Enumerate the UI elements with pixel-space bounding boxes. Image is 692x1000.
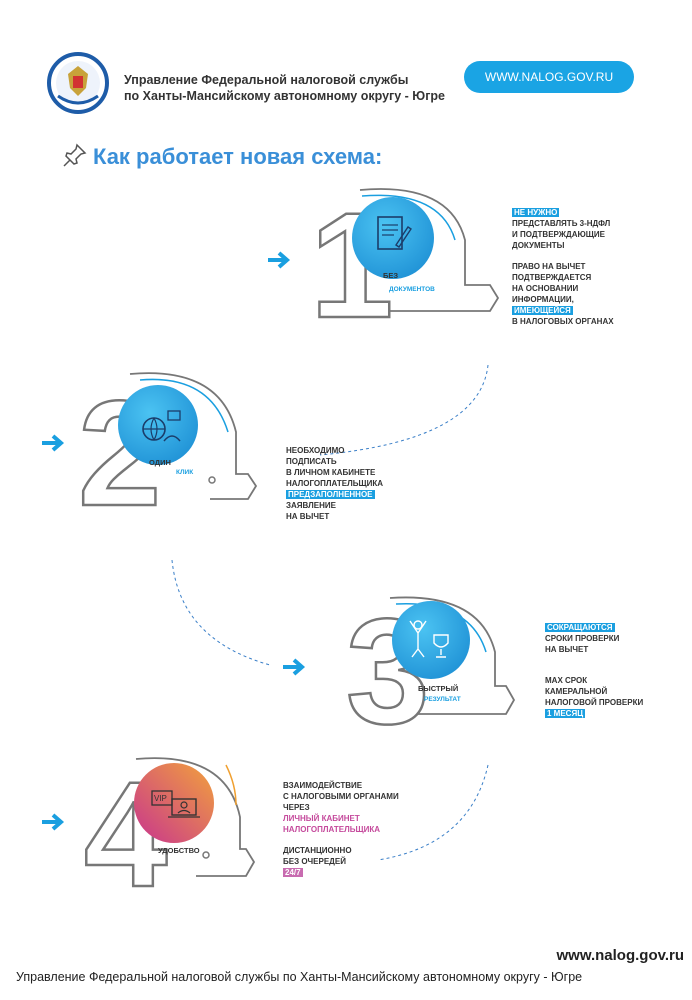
document-pen-icon bbox=[377, 216, 412, 250]
step-1-text: НЕ НУЖНО ПРЕДСТАВЛЯТЬ 3-НДФЛ И ПОДТВЕРЖД… bbox=[512, 207, 614, 327]
vip-badge: VIP bbox=[154, 794, 167, 803]
step-2-text-line: ЗАЯВЛЕНИЕ bbox=[286, 501, 336, 510]
step-1-text-line: ПРЕДСТАВЛЯТЬ 3-НДФЛ bbox=[512, 219, 611, 228]
step-2-text-line: В ЛИЧНОМ КАБИНЕТЕ bbox=[286, 468, 376, 477]
step-3-text-line: МАХ СРОК bbox=[545, 676, 588, 685]
step-2-arrow-icon bbox=[40, 433, 68, 458]
vip-laptop-icon: VIP bbox=[151, 790, 200, 818]
step-2-circle bbox=[118, 385, 198, 465]
step-3-text-line: НА ВЫЧЕТ bbox=[545, 645, 589, 654]
step-1-text-line: НЕ НУЖНО bbox=[512, 208, 560, 217]
step-1-flow-arrow bbox=[354, 188, 500, 312]
step-3-text-line: 1 МЕСЯЦ bbox=[545, 709, 586, 718]
step-2-caption-small: КЛИК bbox=[176, 469, 194, 476]
page-title: Как работает новая схема: bbox=[93, 144, 383, 169]
step-3-arrow-icon bbox=[281, 657, 309, 682]
header-title: Управление Федеральной налоговой службы … bbox=[124, 72, 445, 104]
winner-trophy-icon bbox=[409, 620, 449, 658]
step-2-text-line: ПОДПИСАТЬ bbox=[286, 457, 337, 466]
step-2-text: НЕОБХОДИМО ПОДПИСАТЬ В ЛИЧНОМ КАБИНЕТЕ Н… bbox=[286, 445, 383, 522]
step-4-circle: VIP bbox=[134, 763, 214, 843]
step-3-text-line: СРОКИ ПРОВЕРКИ bbox=[545, 634, 620, 643]
step-1-text-line: ДОКУМЕНТЫ bbox=[512, 241, 565, 250]
step-2-text-line: НА ВЫЧЕТ bbox=[286, 512, 330, 521]
header-line-1: Управление Федеральной налоговой службы bbox=[124, 73, 409, 87]
step-1-arrow-icon bbox=[266, 250, 294, 275]
step-1-text-line: ИНФОРМАЦИИ, bbox=[512, 295, 574, 304]
step-2-flow-arrow bbox=[129, 372, 258, 500]
step-1-text-line: ПРАВО НА ВЫЧЕТ bbox=[512, 262, 586, 271]
step-2-text-line: ПРЕДЗАПОЛНЕННОЕ bbox=[286, 490, 375, 499]
step-4-text-line: ЛИЧНЫЙ КАБИНЕТ bbox=[283, 814, 360, 823]
globe-user-icon bbox=[142, 410, 181, 442]
website-link-button[interactable]: WWW.NALOG.GOV.RU bbox=[464, 61, 634, 93]
step-2-caption: ОДИН bbox=[149, 458, 171, 467]
step-4-caption: УДОБСТВО bbox=[158, 846, 200, 855]
step-4-text-line: ВЗАИМОДЕЙСТВИЕ bbox=[283, 781, 363, 790]
step-3-text-line: СОКРАЩАЮТСЯ bbox=[545, 623, 615, 632]
step-3-caption: БЫСТРЫЙ bbox=[418, 684, 459, 693]
header-line-2: по Ханты-Мансийскому автономному округу … bbox=[124, 89, 445, 103]
step-4-flow-arrow bbox=[135, 757, 256, 877]
step-3-caption-small: РЕЗУЛЬТАТ bbox=[424, 696, 461, 703]
step-1-text-line: И ПОДТВЕРЖДАЮЩИЕ bbox=[512, 230, 605, 239]
step-1-caption-small: ДОКУМЕНТОВ bbox=[389, 286, 435, 293]
footer-text: Управление Федеральной налоговой службы … bbox=[16, 970, 583, 984]
step-4-text-line: 24/7 bbox=[283, 868, 303, 877]
step-4-text: ВЗАИМОДЕЙСТВИЕ С НАЛОГОВЫМИ ОРГАНАМИ ЧЕР… bbox=[283, 780, 399, 878]
pushpin-icon bbox=[62, 142, 88, 173]
step-1-text-line: ИМЕЮЩЕЙСЯ bbox=[512, 306, 573, 315]
step-4-text-line: ЧЕРЕЗ bbox=[283, 803, 310, 812]
step-3-text-line: НАЛОГОВОЙ ПРОВЕРКИ bbox=[545, 698, 644, 707]
step-4-text-line: БЕЗ ОЧЕРЕДЕЙ bbox=[283, 857, 346, 866]
footer-url[interactable]: www.nalog.gov.ru bbox=[556, 947, 685, 964]
step-3-text-line: КАМЕРАЛЬНОЙ bbox=[545, 687, 608, 696]
step-3-circle bbox=[392, 601, 470, 679]
step-2-text-line: НАЛОГОПЛАТЕЛЬЩИКА bbox=[286, 479, 384, 488]
step-3-text: СОКРАЩАЮТСЯ СРОКИ ПРОВЕРКИ НА ВЫЧЕТ МАХ … bbox=[545, 622, 643, 719]
step-1-text-line: ПОДТВЕРЖДАЕТСЯ bbox=[512, 273, 592, 282]
step-1-text-line: НА ОСНОВАНИИ bbox=[512, 284, 579, 293]
step-2-text-line: НЕОБХОДИМО bbox=[286, 446, 345, 455]
step-1-caption: БЕЗ bbox=[383, 271, 399, 280]
step-4-arrow-icon bbox=[40, 812, 68, 837]
step-1-text-line: В НАЛОГОВЫХ ОРГАНАХ bbox=[512, 317, 614, 326]
step-4-text-line: ДИСТАНЦИОННО bbox=[283, 846, 352, 855]
fns-emblem-logo bbox=[44, 52, 112, 114]
step-1-circle bbox=[352, 197, 434, 279]
step-4-text-line: С НАЛОГОВЫМИ ОРГАНАМИ bbox=[283, 792, 399, 801]
step-4-text-line: НАЛОГОПЛАТЕЛЬЩИКА bbox=[283, 825, 381, 834]
